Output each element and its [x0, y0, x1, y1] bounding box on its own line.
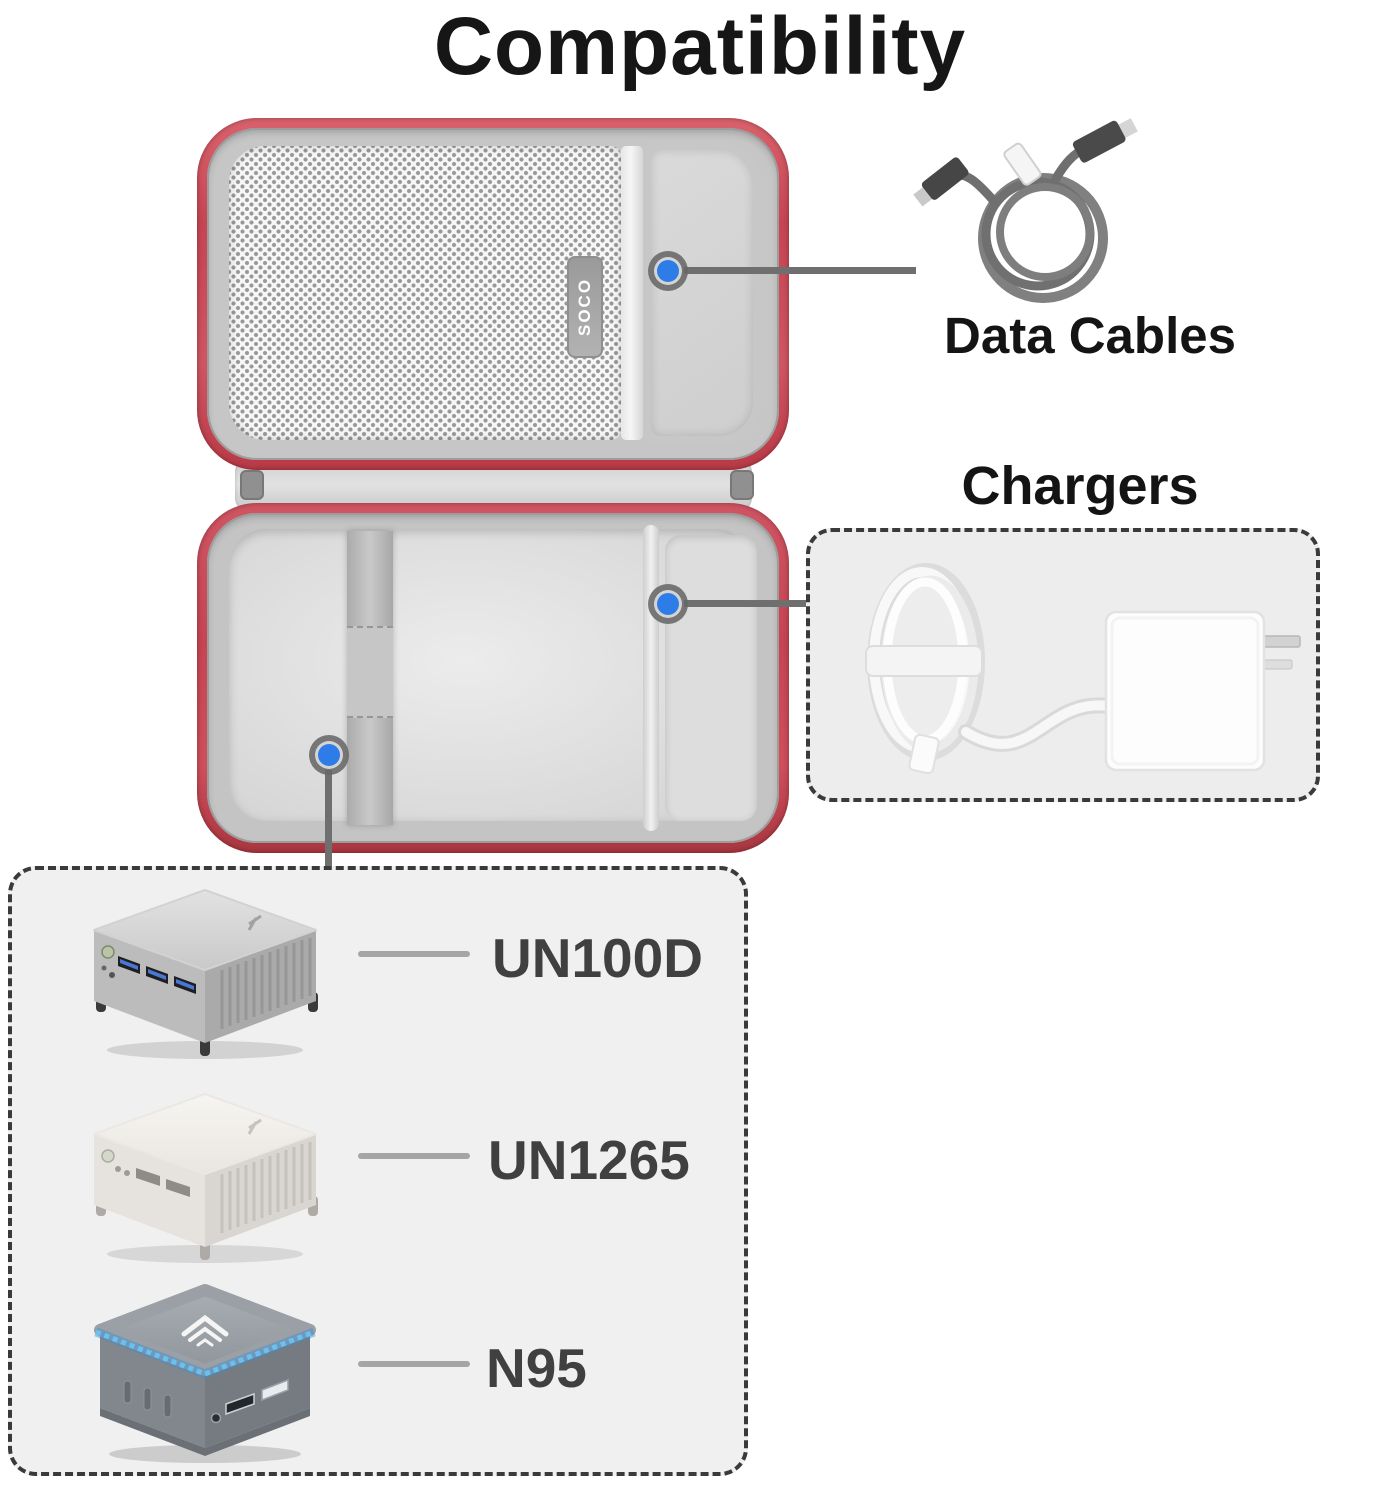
callout-line-devices: [325, 770, 332, 870]
usb-port: [148, 969, 166, 980]
cable-tie: [1003, 142, 1042, 186]
coiled-cable: [944, 142, 1108, 303]
power-button: [101, 1149, 115, 1163]
vent-grille: [220, 1142, 312, 1233]
brand-mark: [247, 914, 262, 931]
case-bottom-shell: [197, 503, 789, 853]
charger-brick: [1104, 610, 1301, 772]
hdmi-port: [225, 1392, 255, 1416]
hdmi-connector-left: [913, 157, 969, 207]
power-port: [210, 1412, 222, 1424]
case-top-rim: SOCO: [207, 128, 779, 460]
case-top-shell: SOCO: [197, 118, 789, 470]
mesh-pocket: [229, 146, 621, 440]
plug-prong: [1261, 635, 1301, 648]
side-ports: [123, 1378, 289, 1424]
compartment-divider: [643, 525, 659, 831]
front-ports: [101, 945, 196, 994]
device-label-un1265: UN1265: [488, 1129, 690, 1191]
mini-pc-un1265-image: [93, 1093, 318, 1263]
mesh-pocket-trim: [621, 146, 643, 440]
device-line-n95: [358, 1361, 470, 1367]
blue-dot-icon: [318, 744, 340, 766]
led-ring: [95, 1329, 315, 1377]
strap-velcro-patch: [347, 626, 393, 718]
blue-dot-icon: [657, 260, 679, 282]
front-ports: [101, 1149, 190, 1197]
hdmi-connector-right: [1072, 118, 1138, 163]
elastic-strap: [347, 531, 393, 825]
cable-connector: [908, 733, 940, 775]
usb-port: [120, 959, 138, 970]
page-title: Compatibility: [433, 1, 967, 92]
power-button: [101, 945, 115, 959]
lid-side-tray: [643, 142, 761, 444]
case-bottom-rim: [207, 513, 779, 843]
zipper-pull-right: [730, 470, 754, 500]
chargers-label: Chargers: [961, 456, 1199, 516]
vent-grille: [220, 938, 312, 1029]
lid-side-tray-recess: [651, 150, 753, 436]
callout-line-chargers: [684, 600, 810, 607]
brand-mark: [181, 1314, 229, 1347]
mini-pc-n95-image: [94, 1284, 316, 1463]
usb-port: [261, 1378, 289, 1402]
data-cable-image: [913, 118, 1138, 303]
mini-pc-un100d-image: [93, 889, 318, 1059]
coiled-white-cable: [865, 563, 985, 775]
zipper-pull-left: [240, 470, 264, 500]
data-cables-label: Data Cables: [944, 307, 1236, 364]
callout-marker-chargers: [648, 584, 688, 624]
callout-line-data-cables: [684, 267, 916, 274]
plug-prong: [1261, 659, 1293, 670]
blue-dot-icon: [657, 593, 679, 615]
device-line-un100d: [358, 951, 470, 957]
device-label-un100d: UN100D: [492, 927, 703, 989]
callout-marker-devices: [309, 735, 349, 775]
device-line-un1265: [358, 1153, 470, 1159]
device-label-n95: N95: [486, 1337, 587, 1399]
charger-cord: [961, 700, 1113, 749]
brand-tag: SOCO: [567, 256, 603, 358]
charger-image: [865, 563, 1301, 775]
usb-port: [176, 979, 194, 990]
right-compartment: [665, 535, 757, 821]
callout-marker-data-cables: [648, 251, 688, 291]
cable-strap: [865, 645, 983, 677]
brand-mark: [247, 1118, 262, 1135]
